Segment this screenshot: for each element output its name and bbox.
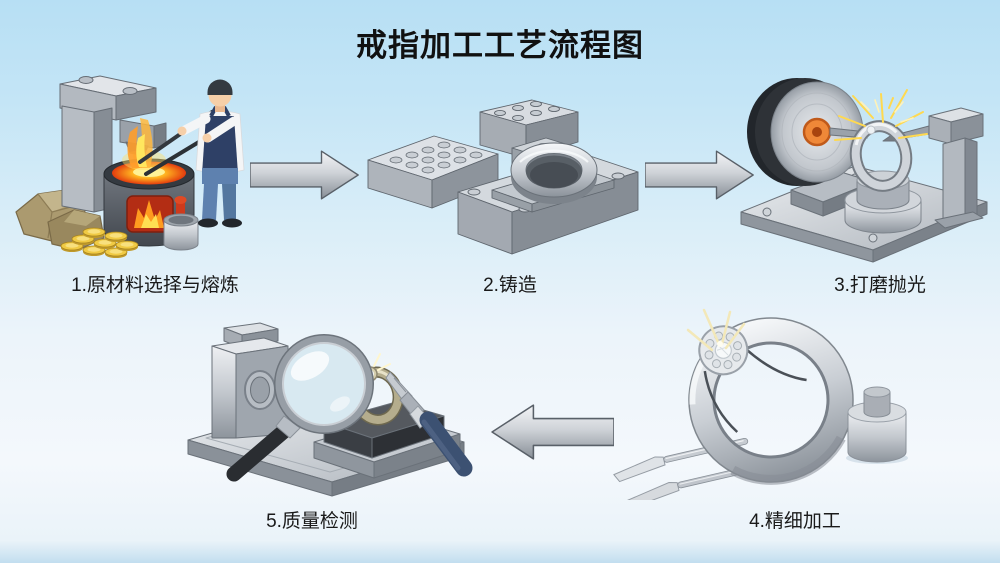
page-title: 戒指加工工艺流程图 bbox=[356, 28, 644, 63]
step-4-illustration bbox=[606, 300, 920, 500]
arrow-1 bbox=[249, 146, 360, 209]
casting-mold-icon bbox=[367, 99, 639, 255]
arrow-3 bbox=[490, 400, 615, 469]
polishing-machine-icon bbox=[740, 78, 988, 263]
inspection-magnifier-icon bbox=[187, 322, 473, 497]
arrow-left-icon bbox=[491, 404, 615, 460]
step-3-illustration bbox=[733, 60, 995, 268]
step-3-label: 3.打磨抛光 bbox=[834, 275, 926, 296]
fine-machining-ring-icon bbox=[613, 308, 908, 500]
step-5-label: 5.质量检测 bbox=[266, 511, 358, 532]
arrow-2 bbox=[644, 146, 755, 209]
step-4-label: 4.精细加工 bbox=[749, 511, 841, 532]
step-5-illustration bbox=[172, 310, 478, 502]
step-2-label: 2.铸造 bbox=[483, 275, 537, 296]
arrow-right-icon bbox=[249, 150, 359, 200]
arrow-right-icon bbox=[644, 150, 754, 200]
step-2-illustration bbox=[362, 92, 640, 260]
step-1-illustration bbox=[8, 62, 248, 262]
smelting-furnace-icon bbox=[15, 75, 245, 258]
step-1-label: 1.原材料选择与熔炼 bbox=[71, 275, 239, 296]
